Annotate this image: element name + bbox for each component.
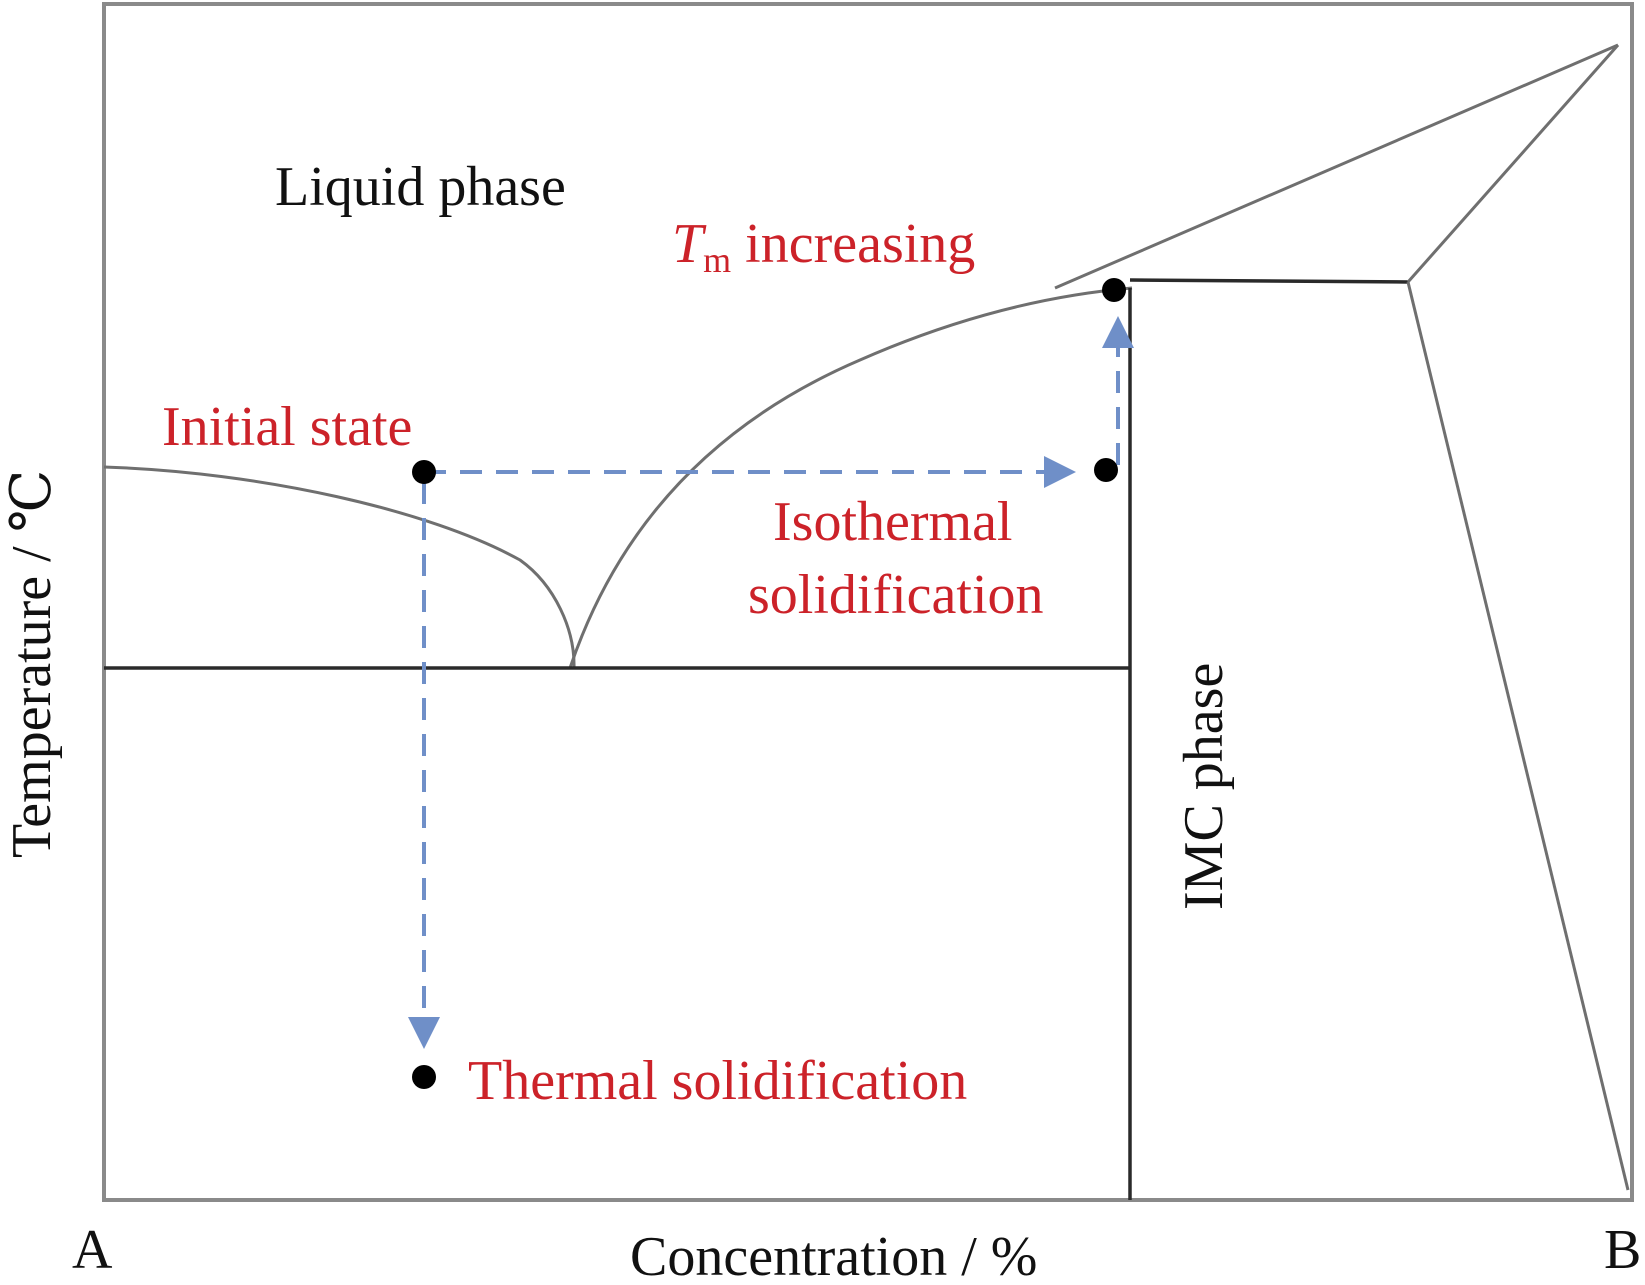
tm-increasing-text: increasing bbox=[731, 213, 975, 275]
liquidus-upper-line bbox=[1054, 43, 1619, 290]
liquidus-b-line bbox=[1406, 44, 1620, 283]
initial-state-label: Initial state bbox=[162, 396, 412, 458]
isothermal-point bbox=[1094, 458, 1118, 482]
y-axis-label: Temperature / ℃ bbox=[1, 470, 63, 858]
tm-increasing-label: Tm increasing bbox=[672, 213, 975, 280]
imc-phase-label: IMC phase bbox=[1173, 663, 1235, 910]
x-axis-label: Concentration / % bbox=[630, 1226, 1037, 1280]
isothermal-label-line2: solidification bbox=[748, 564, 1044, 626]
tm-point bbox=[1102, 278, 1126, 302]
imc-top-boundary bbox=[1129, 278, 1409, 284]
thermal-solidification-point bbox=[412, 1065, 436, 1089]
liquidus-left-curve bbox=[103, 465, 576, 669]
solidus-right-line bbox=[1406, 281, 1630, 1191]
thermal-solidification-label: Thermal solidification bbox=[468, 1050, 967, 1112]
tm-subscript: m bbox=[703, 240, 731, 280]
liquid-phase-label: Liquid phase bbox=[275, 156, 566, 218]
plot-frame bbox=[102, 2, 1634, 1202]
tm-symbol: T bbox=[672, 213, 707, 275]
liquidus-right-curve bbox=[568, 286, 1133, 669]
isothermal-label-line1: Isothermal bbox=[773, 491, 1012, 553]
initial-state-point bbox=[412, 460, 436, 484]
corner-b-label: B bbox=[1604, 1219, 1641, 1280]
corner-a-label: A bbox=[72, 1219, 113, 1280]
